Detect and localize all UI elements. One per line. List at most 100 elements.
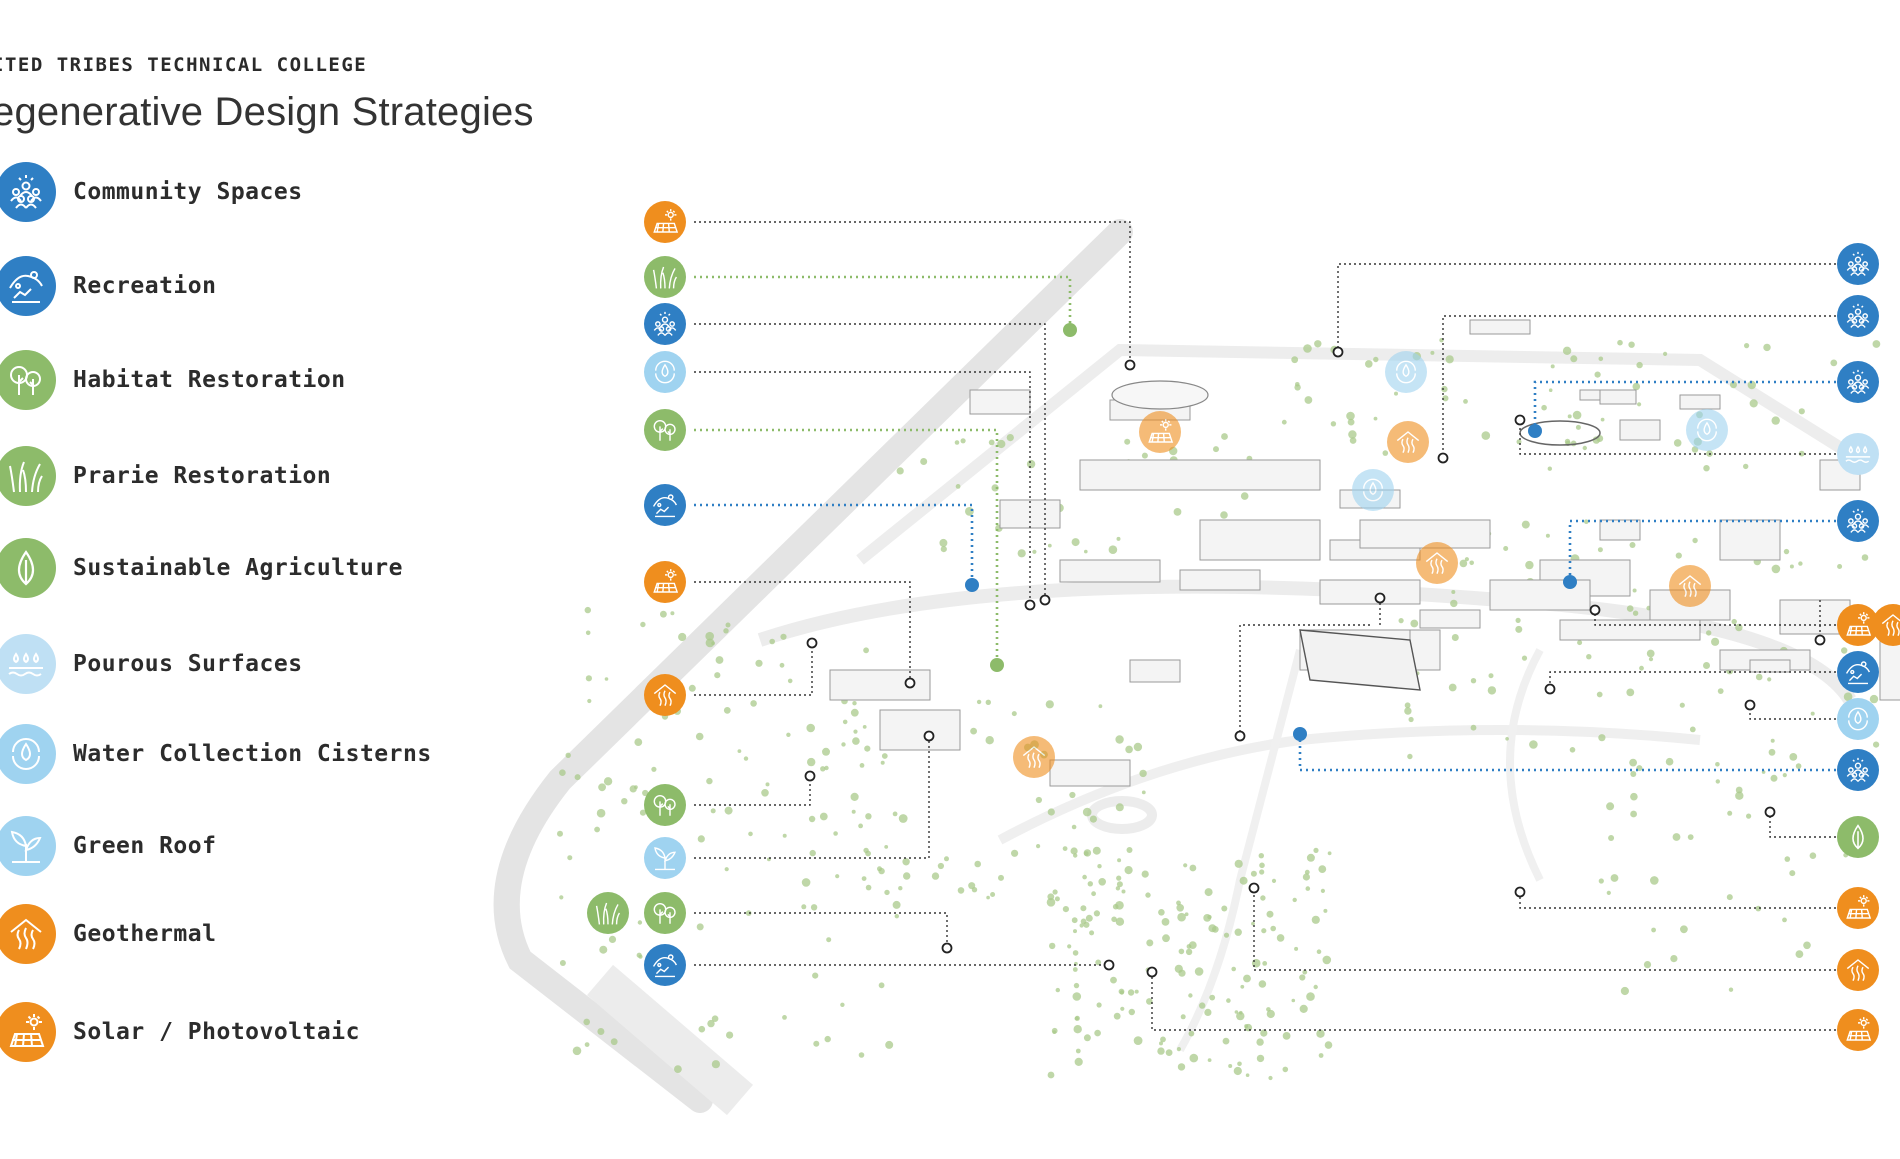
- tree-mark: [1259, 869, 1265, 875]
- tree-mark: [1872, 340, 1881, 348]
- tree-mark: [1011, 711, 1017, 717]
- tree-mark: [1755, 905, 1762, 912]
- tree-mark: [1311, 915, 1320, 924]
- tree-mark: [1245, 1073, 1250, 1077]
- callout-dot: [806, 637, 818, 649]
- tree-mark: [1763, 343, 1771, 352]
- tree-mark: [1837, 564, 1843, 569]
- tree-mark: [1703, 662, 1710, 669]
- tree-mark: [1584, 519, 1589, 524]
- tree-mark: [1597, 547, 1603, 553]
- tree-mark: [1204, 1008, 1212, 1017]
- tree-mark: [1141, 452, 1148, 459]
- dome-building: [1111, 380, 1209, 410]
- tree-mark: [1185, 948, 1193, 956]
- tree-mark: [1124, 866, 1133, 875]
- legend-item-prairie: Prarie Restoration: [0, 444, 331, 508]
- tree-mark: [594, 826, 600, 833]
- trees-icon: [0, 350, 56, 410]
- tree-mark: [1237, 1061, 1242, 1067]
- tree-mark: [1703, 465, 1710, 472]
- tree-mark: [1082, 807, 1092, 817]
- tree-mark: [1783, 548, 1790, 555]
- tree-mark: [1408, 716, 1414, 723]
- tree-mark: [1119, 990, 1125, 995]
- tree-mark: [858, 1052, 865, 1058]
- map-geothermal-icon: [1387, 421, 1429, 463]
- callout-dot: [1589, 604, 1601, 616]
- tree-mark: [705, 638, 715, 648]
- tree-mark: [1188, 993, 1193, 998]
- tree-mark: [710, 808, 716, 814]
- tree-mark: [642, 789, 649, 797]
- tree-mark: [1715, 779, 1721, 784]
- tree-mark: [1221, 433, 1228, 440]
- tree-mark: [1251, 921, 1255, 926]
- tree-mark: [1080, 918, 1087, 925]
- callout-dot: [1814, 634, 1826, 646]
- callout-dot: [1234, 730, 1246, 742]
- tree-mark: [812, 972, 819, 979]
- callout-geothermal-icon: [1837, 949, 1879, 991]
- tree-mark: [584, 606, 591, 614]
- tree-mark: [1302, 873, 1310, 881]
- tree-mark: [1594, 371, 1601, 378]
- tree-mark: [1726, 894, 1733, 901]
- tree-mark: [985, 699, 991, 705]
- tree-mark: [1771, 416, 1780, 425]
- building: [1599, 519, 1641, 541]
- callout-dot: [1293, 727, 1307, 741]
- tree-mark: [1516, 439, 1522, 445]
- tree-mark: [1632, 588, 1637, 593]
- tree-mark: [957, 887, 965, 894]
- tree-mark: [678, 632, 687, 642]
- tree-mark: [885, 1040, 894, 1049]
- building: [1079, 459, 1321, 491]
- tree-mark: [1055, 987, 1061, 993]
- building: [1719, 519, 1781, 561]
- tree-mark: [898, 886, 903, 891]
- tree-mark: [1398, 618, 1404, 624]
- tree-mark: [1017, 549, 1026, 558]
- tree-mark: [1260, 895, 1266, 901]
- tree-mark: [1089, 930, 1095, 936]
- callout-dot: [804, 770, 816, 782]
- tree-mark: [1299, 1004, 1308, 1014]
- building: [1419, 609, 1481, 629]
- leader-line: [1568, 519, 1836, 582]
- leader-line: [1442, 315, 1836, 458]
- tree-mark: [1451, 590, 1456, 594]
- tree-mark: [1188, 941, 1197, 949]
- tree-mark: [1324, 1041, 1333, 1049]
- tree-mark: [878, 867, 885, 875]
- tree-mark: [1067, 944, 1072, 949]
- recreation-icon: [0, 256, 56, 316]
- drops-icon: [0, 634, 56, 694]
- tree-mark: [1373, 356, 1379, 363]
- tree-mark: [1861, 554, 1869, 561]
- tree-mark: [1743, 463, 1749, 470]
- callout-dot: [1063, 323, 1077, 337]
- tree-mark: [587, 698, 592, 704]
- map-solar-icon: [1139, 411, 1181, 453]
- tree-mark: [1382, 450, 1389, 456]
- tree-mark: [1204, 888, 1213, 897]
- tree-mark: [1046, 898, 1056, 907]
- tree-mark: [824, 765, 829, 771]
- tree-mark: [1075, 1048, 1081, 1054]
- buildings-layer: [829, 319, 1900, 787]
- tree-mark: [858, 823, 863, 829]
- callout-solar-icon: [644, 561, 686, 603]
- tree-mark: [974, 860, 981, 868]
- page-header: ITED TRIBES TECHNICAL COLLEGE egenerativ…: [0, 54, 534, 135]
- tree-mark: [1111, 916, 1117, 923]
- tree-mark: [1133, 742, 1143, 752]
- tree-mark: [852, 701, 857, 706]
- tree-mark: [1259, 862, 1265, 869]
- tree-mark: [1606, 890, 1611, 896]
- tree-mark: [1072, 967, 1078, 972]
- tree-mark: [1228, 1064, 1233, 1068]
- tree-mark: [1770, 738, 1775, 743]
- tree-mark: [1706, 630, 1712, 636]
- tree-mark: [1047, 543, 1052, 548]
